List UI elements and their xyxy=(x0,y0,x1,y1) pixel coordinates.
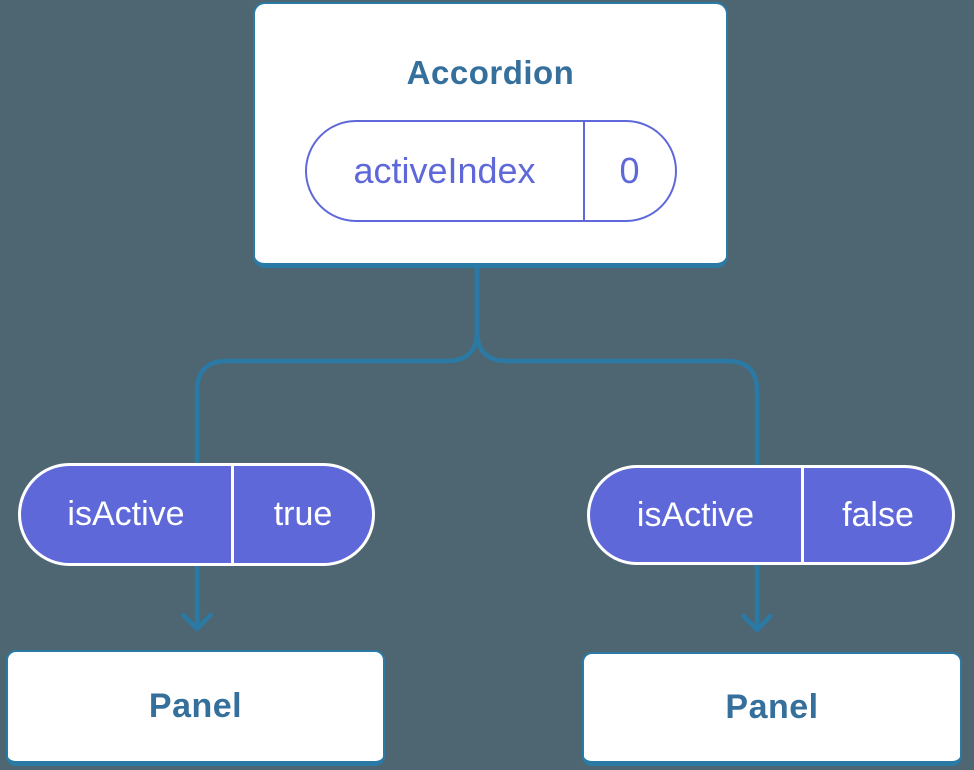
arrowhead-left-icon xyxy=(181,612,213,632)
state-pill-divider xyxy=(582,122,585,220)
prop-pill-left: isActive true xyxy=(18,463,375,566)
state-pill: activeIndex 0 xyxy=(304,120,677,222)
state-name: activeIndex xyxy=(353,150,536,191)
prop-name: isActive xyxy=(67,495,185,533)
prop-value: true xyxy=(273,495,333,533)
accordion-card: Accordion activeIndex 0 xyxy=(253,2,728,268)
prop-name: isActive xyxy=(636,495,755,534)
panel-title: Panel xyxy=(148,687,243,725)
prop-pill-divider xyxy=(231,466,234,563)
arrowhead-right-icon xyxy=(741,613,773,633)
accordion-title: Accordion xyxy=(406,54,575,91)
panel-card-left: Panel xyxy=(6,650,385,766)
state-value: 0 xyxy=(619,150,640,191)
prop-value: false xyxy=(842,495,914,534)
panel-card-right: Panel xyxy=(582,652,962,766)
branch-line-left xyxy=(194,266,480,627)
prop-pill-right: isActive false xyxy=(587,465,955,565)
branch-line-right xyxy=(474,266,760,628)
panel-title: Panel xyxy=(725,688,819,726)
prop-pill-divider xyxy=(801,468,804,562)
